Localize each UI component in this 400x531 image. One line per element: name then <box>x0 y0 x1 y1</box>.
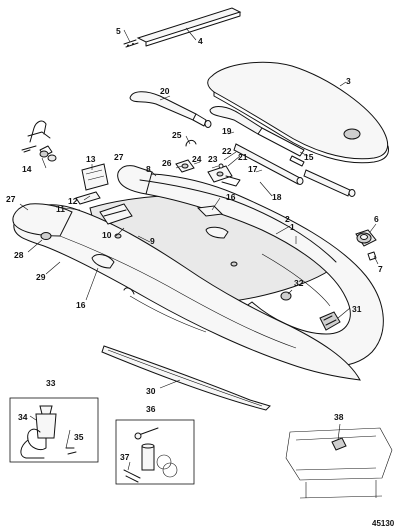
repair-patch-part <box>81 163 109 191</box>
callout-34: 34 <box>18 412 28 422</box>
seat-board-part <box>136 7 242 47</box>
callout-36: 36 <box>146 404 156 414</box>
leader-lines <box>19 27 379 471</box>
callout-20: 20 <box>160 86 170 96</box>
seat-hardware-part <box>123 39 139 48</box>
callout-15: 15 <box>304 152 314 162</box>
callout-11: 11 <box>56 204 65 214</box>
callout-27b: 27 <box>114 152 124 162</box>
callout-35: 35 <box>74 432 84 442</box>
callout-2: 2 <box>285 214 290 224</box>
callout-26: 26 <box>162 158 172 168</box>
callout-33: 33 <box>46 378 56 388</box>
callout-12: 12 <box>68 196 78 206</box>
figure-reference-number: 45130 <box>372 519 395 528</box>
callout-38: 38 <box>334 412 344 422</box>
callout-28: 28 <box>14 250 24 260</box>
valve-adapter-part <box>21 120 57 162</box>
callout-27a: 27 <box>6 194 16 204</box>
pump-kit-box <box>9 397 99 463</box>
callout-30: 30 <box>146 386 156 396</box>
callout-8: 8 <box>146 164 151 174</box>
oar-blade-part <box>129 91 212 128</box>
boat-hull <box>12 165 384 381</box>
callout-5: 5 <box>116 26 121 36</box>
oar-shaft-part <box>233 143 356 197</box>
callout-3: 3 <box>346 76 351 86</box>
callout-4: 4 <box>198 36 203 46</box>
callout-19: 19 <box>222 126 232 136</box>
callout-25: 25 <box>172 130 182 140</box>
callout-9: 9 <box>150 236 155 246</box>
callout-16a: 16 <box>226 192 236 202</box>
callout-21: 21 <box>238 152 248 162</box>
callout-13: 13 <box>86 154 96 164</box>
callout-24: 24 <box>192 154 202 164</box>
repair-kit-box <box>115 419 195 485</box>
callout-32: 32 <box>294 278 304 288</box>
callout-22: 22 <box>222 146 232 156</box>
callout-6: 6 <box>374 214 379 224</box>
oarlock-hardware-part <box>175 139 241 187</box>
decal-sheet-part <box>285 427 393 499</box>
callout-37: 37 <box>120 452 130 462</box>
callout-14: 14 <box>22 164 32 174</box>
callout-31: 31 <box>352 304 362 314</box>
callout-16b: 16 <box>76 300 86 310</box>
callout-23: 23 <box>208 154 218 164</box>
handle-plate-part <box>75 191 101 205</box>
callout-17: 17 <box>248 164 258 174</box>
callout-10: 10 <box>102 230 112 240</box>
inflation-valve-part <box>355 229 377 261</box>
callout-18: 18 <box>272 192 282 202</box>
keel-strip-part <box>101 345 271 411</box>
floorboard-part <box>207 61 389 164</box>
callout-29: 29 <box>36 272 46 282</box>
callout-labels: 1 2 3 4 5 6 7 8 9 10 11 12 13 14 15 16 1… <box>6 26 395 528</box>
callout-1: 1 <box>290 222 295 232</box>
callout-7: 7 <box>378 264 383 274</box>
